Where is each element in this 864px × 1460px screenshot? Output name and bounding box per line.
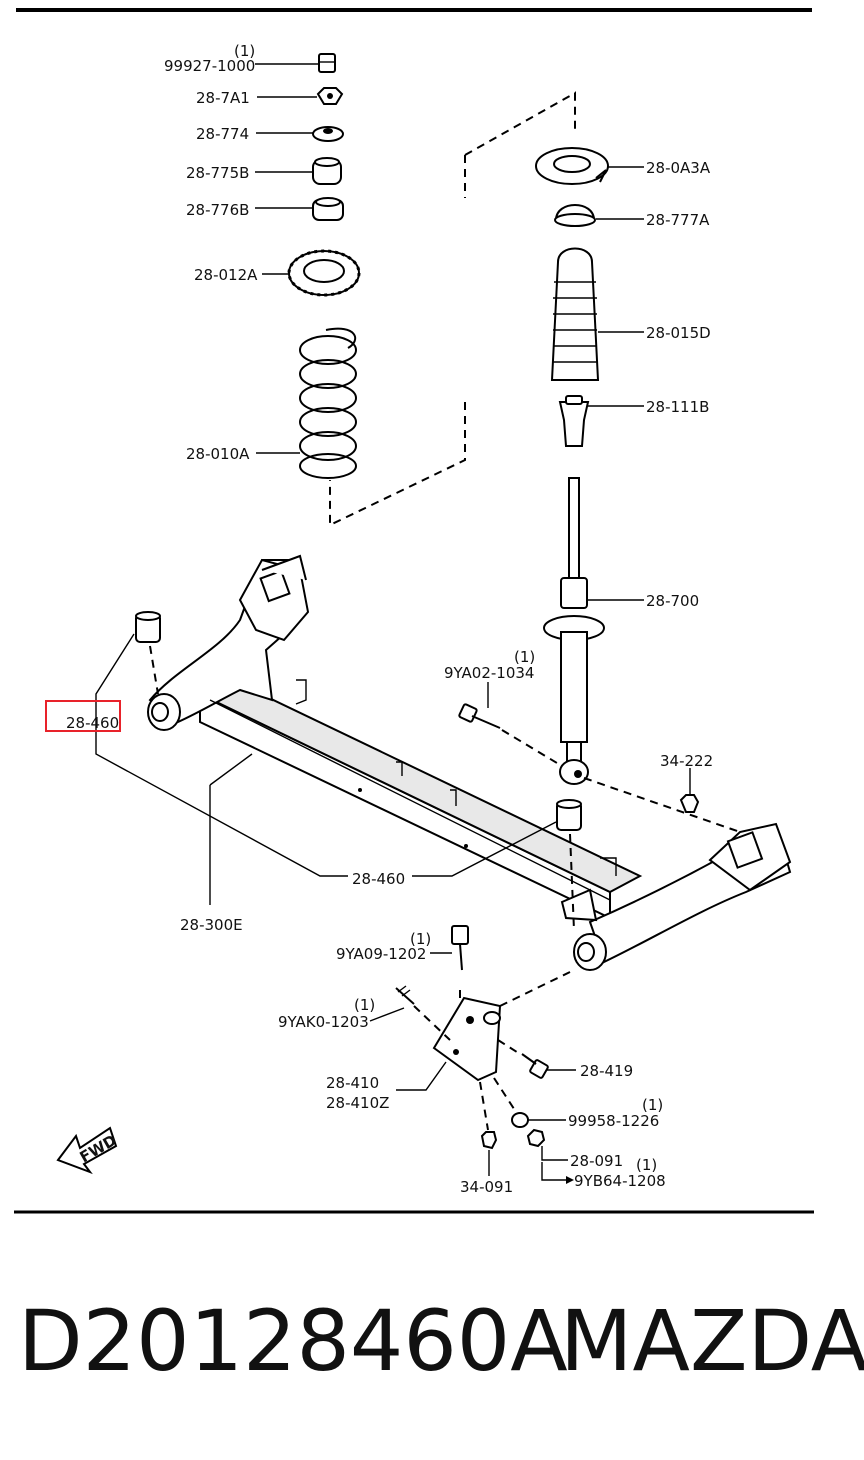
label-28111b: 28-111B	[646, 398, 709, 416]
rear-axle-beam-28300e	[147, 554, 792, 971]
part-number: D20128460A	[18, 1292, 568, 1390]
bushing-28460-right	[556, 799, 582, 831]
dashed-bushing-right	[569, 833, 575, 931]
leader-9yb64	[541, 1162, 566, 1181]
dashed-28419	[497, 1039, 521, 1055]
label-9yak0: 9YAK0-1203	[278, 1013, 369, 1031]
label-28774: 28-774	[196, 125, 249, 143]
stud-9yak0	[395, 985, 415, 1005]
nut-28-7a1	[316, 87, 344, 105]
label-28300e: 28-300E	[180, 916, 243, 934]
label-28777a: 28-777A	[646, 211, 710, 229]
label-28460: 28-460	[352, 870, 405, 888]
mount-28-0a3a	[535, 147, 609, 185]
coil-spring-28010a	[299, 327, 357, 479]
nut-28091	[526, 1128, 546, 1148]
label-99958-qty: (1)	[642, 1096, 663, 1114]
label-28776b: 28-776B	[186, 201, 249, 219]
nut-34091	[480, 1131, 498, 1150]
leader-28410	[396, 1061, 447, 1091]
dashed-guide-upper	[464, 91, 576, 156]
label-34222: 34-222	[660, 752, 713, 770]
label-99927: 99927-1000	[164, 57, 255, 75]
highlight-box	[45, 700, 121, 732]
label-9yak0-qty: (1)	[354, 996, 375, 1014]
label-28775b: 28-775B	[186, 164, 249, 182]
bushing-28460-left	[135, 611, 161, 643]
bumper-cap-28777a	[554, 204, 596, 227]
leader-28460-left	[95, 633, 348, 877]
dashed-guide-lower	[329, 402, 466, 527]
leader-9yak0	[369, 1007, 405, 1022]
label-9ya02: 9YA02-1034	[444, 664, 534, 682]
label-28460-highlighted: 28-460	[66, 714, 119, 732]
nut-99927	[318, 53, 336, 73]
label-28012a: 28-012A	[194, 266, 258, 284]
leader-28460-right	[412, 821, 557, 877]
nut-34222	[679, 794, 700, 813]
bushing-28776b	[312, 197, 344, 221]
leader-28300e-tip	[209, 753, 253, 786]
label-9yb64-qty: (1)	[636, 1156, 657, 1174]
label-28010a: 28-010A	[186, 445, 250, 463]
dashed-99958	[493, 1077, 517, 1113]
bump-stop-28111b	[558, 395, 590, 447]
label-9ya02-qty: (1)	[514, 648, 535, 666]
label-28410: 28-410	[326, 1074, 379, 1092]
washer-99958	[511, 1112, 529, 1128]
bolt-28419	[521, 1053, 549, 1079]
dashed-stud	[413, 1005, 451, 1041]
dust-boot-28015d	[550, 247, 600, 381]
label-28410z: 28-410Z	[326, 1094, 389, 1112]
brand-name: MAZDA	[560, 1292, 864, 1390]
dashed-34222	[583, 777, 741, 833]
dashed-bracket-right	[499, 971, 571, 1007]
leader-28091	[541, 1146, 568, 1161]
label-99927-qty: (1)	[234, 42, 255, 60]
bolt-9ya02	[458, 703, 501, 729]
fwd-arrow-icon	[56, 1126, 118, 1175]
label-9ya09-qty: (1)	[410, 930, 431, 948]
label-28-0a3a: 28-0A3A	[646, 159, 711, 177]
label-34091: 34-091	[460, 1178, 513, 1196]
bushing-28775b	[312, 157, 342, 185]
washer-28774	[312, 126, 344, 142]
label-28015d: 28-015D	[646, 324, 711, 342]
label-9yb64: 9YB64-1208	[574, 1172, 666, 1190]
footer: D20128460A MAZDA	[18, 1292, 864, 1402]
shock-absorber-28700	[543, 477, 605, 785]
label-28700: 28-700	[646, 592, 699, 610]
dashed-34091	[479, 1081, 489, 1131]
dashed-9ya02	[501, 729, 563, 767]
spring-seat-28012a	[287, 249, 361, 297]
label-28091: 28-091	[570, 1152, 623, 1170]
label-28-7a1: 28-7A1	[196, 89, 250, 107]
label-9ya09: 9YA09-1202	[336, 945, 426, 963]
arrow-9yb64	[566, 1176, 574, 1184]
label-28419: 28-419	[580, 1062, 633, 1080]
dashed-bushing-left	[149, 645, 159, 695]
bolt-9ya09	[451, 925, 469, 971]
label-99958: 99958-1226	[568, 1112, 659, 1130]
bracket-28410	[432, 996, 502, 1082]
